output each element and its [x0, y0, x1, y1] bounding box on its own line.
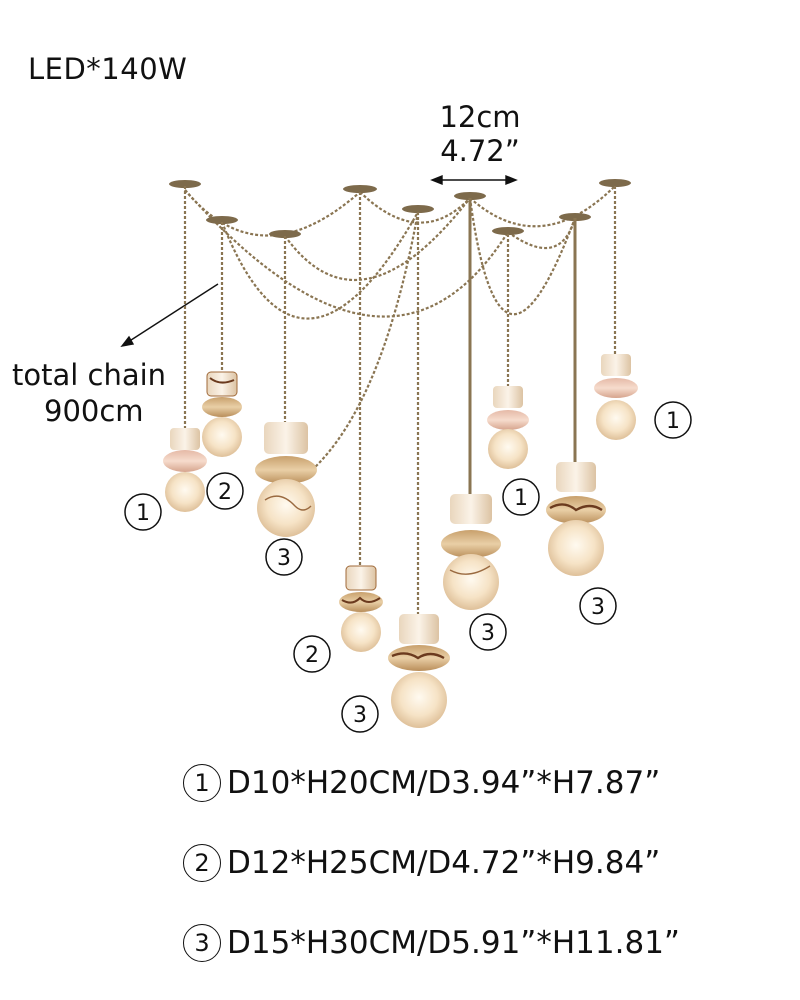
chandelier-illustration: 1 2 3 2 3 3 1 3 1	[120, 174, 692, 733]
svg-text:2: 2	[305, 643, 319, 668]
spec-size-2: 2 D12*H25CM/D4.72”*H9.84”	[183, 844, 660, 882]
badge-3-left: 3	[265, 538, 303, 576]
badge-3-center: 3	[341, 695, 379, 733]
power-rating: LED*140W	[28, 52, 188, 86]
pendant-1-left	[163, 428, 207, 512]
pendant-1-right-high	[594, 354, 638, 440]
pendant-3-left	[255, 422, 317, 537]
svg-text:3: 3	[277, 546, 291, 571]
dimension-arrow	[430, 174, 518, 186]
spec-number-2: 2	[183, 844, 221, 882]
spec-number-1: 1	[183, 764, 221, 802]
chain-length-label: total chain	[12, 358, 167, 392]
badge-1-left: 1	[124, 493, 162, 531]
svg-text:1: 1	[666, 409, 680, 434]
svg-text:1: 1	[514, 486, 528, 511]
svg-text:3: 3	[353, 703, 367, 728]
swag-chains	[184, 185, 616, 481]
badge-3-right: 3	[579, 587, 617, 625]
svg-text:3: 3	[591, 595, 605, 620]
svg-text:3: 3	[481, 621, 495, 646]
svg-text:1: 1	[136, 501, 150, 526]
ceiling-canopies	[169, 179, 631, 238]
pendant-2-left	[202, 371, 242, 457]
chain-arrow	[120, 283, 219, 348]
pendant-2-center	[339, 565, 383, 652]
canopy-width-in: 4.72”	[440, 134, 520, 168]
pendant-3-center-right	[441, 494, 501, 610]
chain-length-value: 900cm	[44, 394, 144, 428]
canopy-width-cm: 12cm	[439, 100, 521, 134]
drop-chains	[183, 186, 617, 616]
spec-size-1: 1 D10*H20CM/D3.94”*H7.87”	[183, 764, 660, 802]
pendant-3-center	[388, 614, 450, 728]
spec-text-1: D10*H20CM/D3.94”*H7.87”	[227, 765, 661, 801]
badge-1-right-low: 1	[502, 478, 540, 516]
spec-size-3: 3 D15*H30CM/D5.91”*H11.81”	[183, 924, 680, 962]
badge-3-center-right: 3	[469, 613, 507, 651]
spec-text-2: D12*H25CM/D4.72”*H9.84”	[227, 845, 661, 881]
spec-number-3: 3	[183, 924, 221, 962]
svg-text:2: 2	[218, 480, 232, 505]
badge-2-left: 2	[206, 472, 244, 510]
badge-2-center: 2	[293, 635, 331, 673]
pendant-3-right	[546, 462, 606, 576]
pendant-1-right-low	[487, 386, 529, 469]
pendant-badges: 1 2 3 2 3 3 1 3 1	[124, 401, 692, 733]
spec-text-3: D15*H30CM/D5.91”*H11.81”	[227, 925, 680, 961]
badge-1-right-high: 1	[654, 401, 692, 439]
